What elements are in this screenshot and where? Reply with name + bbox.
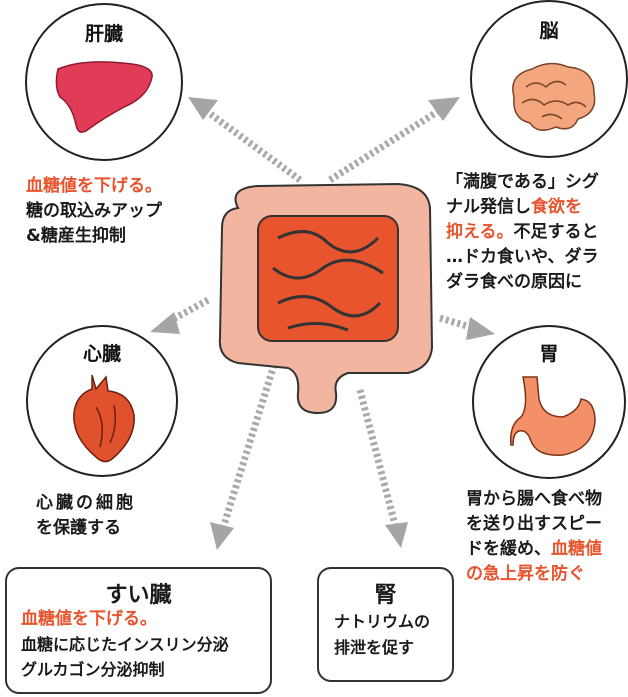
brain-circle: 脳 [470, 0, 628, 158]
pancreas-desc-2: グルカゴン分泌抑制 [21, 660, 165, 679]
brain-desc-2: ナル発信し食欲を [446, 195, 582, 220]
liver-icon [55, 61, 153, 133]
heart-desc-1: 心臓の細胞 [36, 493, 136, 513]
heart-title: 心臓 [82, 343, 121, 365]
arrow-to-stomach [439, 314, 495, 340]
kidney-desc-2: 排泄を促す [334, 638, 415, 657]
liver-desc-1: 糖の取込みアップ [26, 201, 162, 221]
brain-desc-4: …ドカ食いや、ダラ [446, 247, 599, 267]
kidney-title: 腎 [374, 583, 397, 608]
heart-circle: 心臓 [26, 325, 178, 477]
heart-desc-2: を保護する [36, 518, 121, 538]
brain-desc-2b: 食欲を [531, 197, 582, 217]
stomach-desc-2: を送り出すスピー [466, 514, 602, 534]
brain-desc-3: 抑える。不足すると [446, 220, 599, 245]
liver-effect: 血糖値を下げる。 [26, 176, 162, 196]
stomach-circle: 胃 [472, 325, 626, 479]
pancreas-title: すい臓 [105, 583, 172, 608]
brain-desc-3b: 不足すると [513, 222, 599, 242]
arrow-to-pancreas [210, 363, 278, 550]
stomach-title: 胃 [539, 343, 559, 365]
brain-desc-2a: ナル発信し [446, 197, 531, 217]
heart-icon [73, 374, 135, 463]
arrow-to-heart [150, 296, 210, 334]
stomach-icon [509, 376, 596, 456]
liver-title: 肝臓 [84, 23, 123, 45]
brain-title: 脳 [539, 20, 559, 42]
pancreas-box: すい臓 血糖値を下げる。 血糖に応じたインスリン分泌 グルカゴン分泌抑制 [5, 567, 272, 694]
pancreas-effect: 血糖値を下げる。 [21, 609, 157, 629]
arrow-to-kidney [356, 389, 408, 548]
arrow-to-liver [188, 97, 303, 183]
brain-icon [512, 62, 596, 131]
stomach-desc-3: ドを緩め、血糖値 [466, 537, 602, 562]
brain-desc-3a: 抑える。 [446, 222, 514, 242]
pancreas-desc-1: 血糖に応じたインスリン分泌 [21, 635, 229, 654]
stomach-desc-1: 胃から腸へ食べ物 [466, 489, 602, 509]
stomach-desc-4: の急上昇を防ぐ [466, 564, 585, 584]
brain-desc-5: ダラ食べの原因に [446, 272, 582, 292]
liver-circle: 肝臓 [25, 3, 183, 161]
arrow-to-brain [328, 97, 460, 183]
brain-desc-1: 「満腹である」シグ [446, 172, 599, 192]
stomach-desc-3b: 血糖値 [551, 539, 602, 559]
kidney-desc-1: ナトリウムの [334, 612, 431, 631]
kidney-box: 腎 ナトリウムの 排泄を促す [317, 567, 454, 682]
intestine-illustration [218, 182, 434, 415]
stomach-desc-3a: ドを緩め、 [466, 539, 551, 559]
liver-desc-2: &糖産生抑制 [26, 226, 126, 246]
